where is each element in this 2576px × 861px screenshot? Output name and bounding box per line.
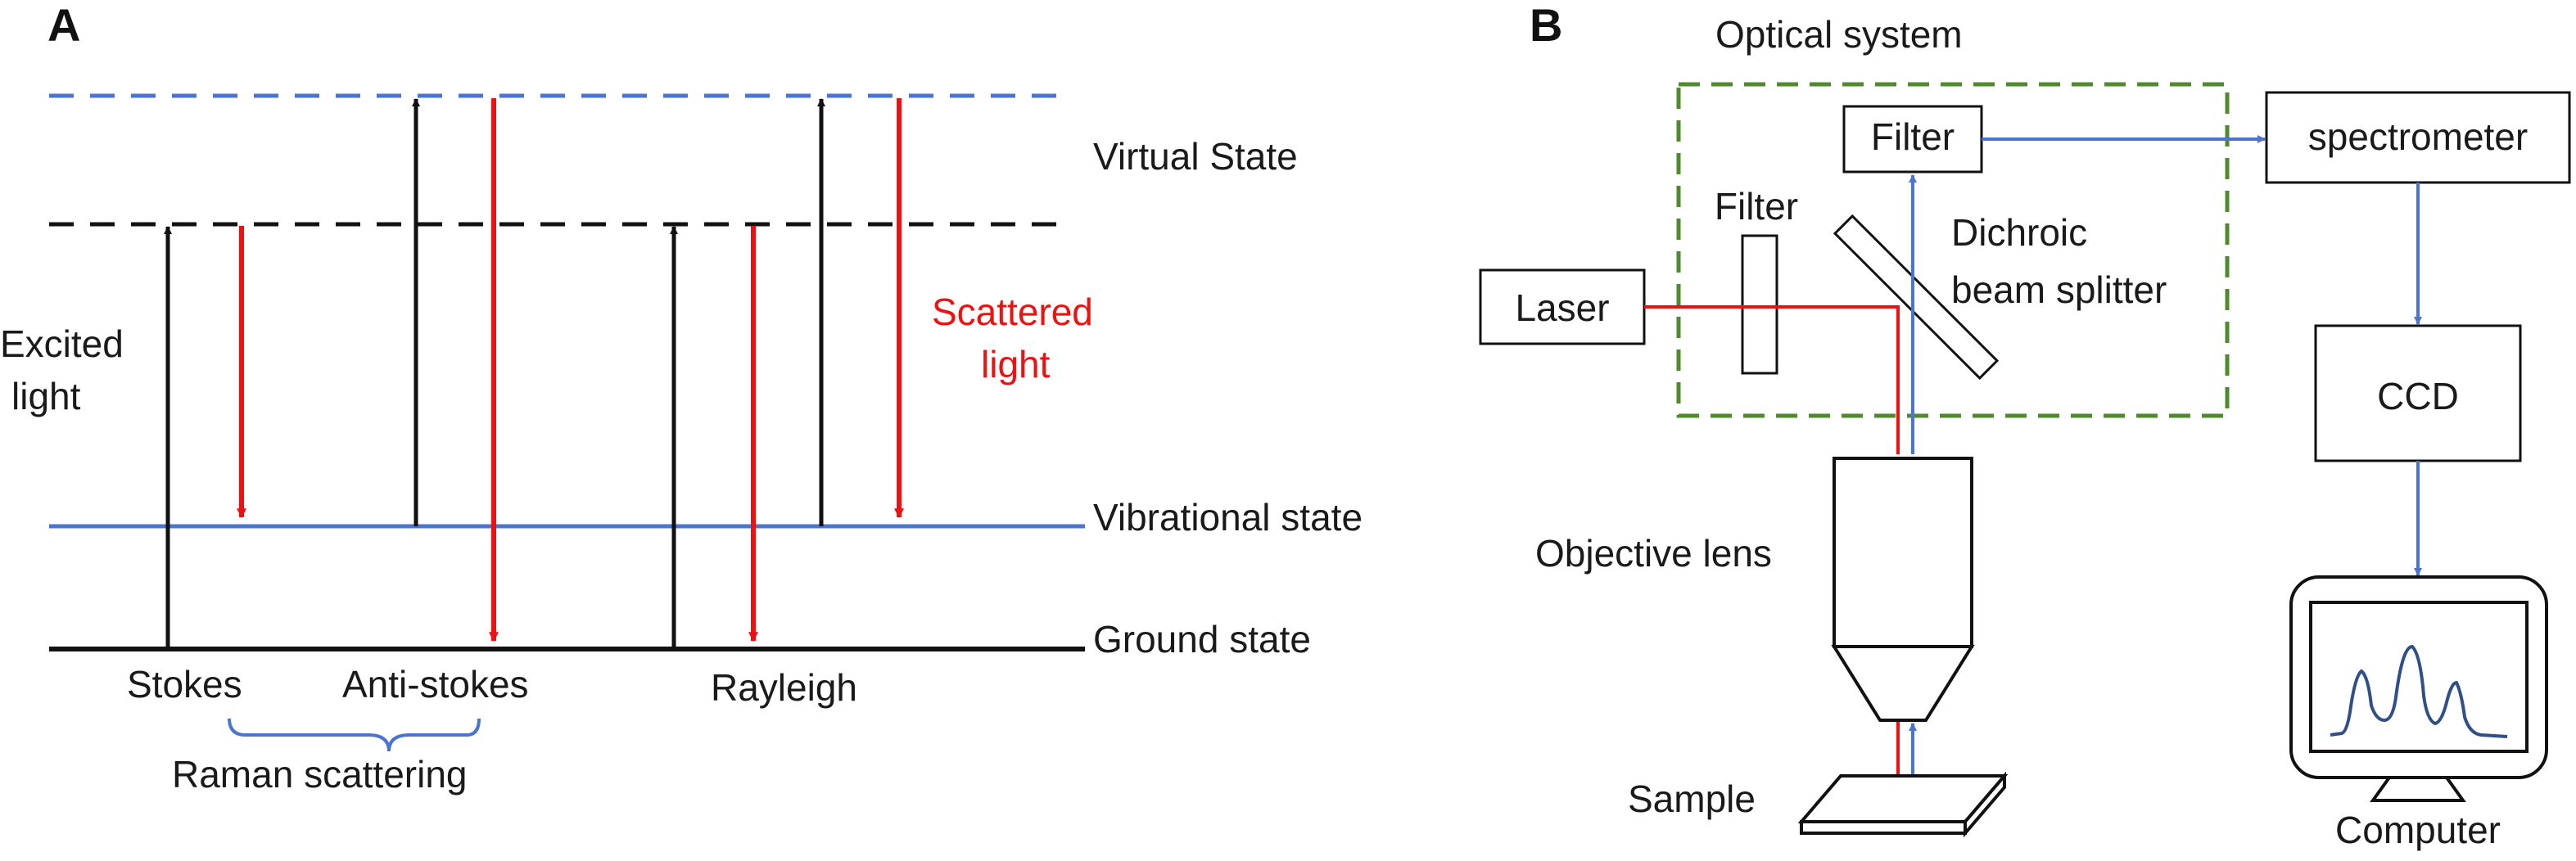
raman-scattering-bracket — [228, 718, 481, 752]
objective-lens-label: Objective lens — [1535, 532, 1772, 575]
computer-monitor-icon — [2289, 575, 2548, 802]
excited-light-label-line2: light — [11, 375, 81, 417]
panel-b-letter: B — [1530, 0, 1562, 51]
scattered-light-label-line1: Scattered — [932, 291, 1093, 333]
dichroic-label-line2: beam splitter — [1951, 268, 2167, 311]
ccd-box — [2314, 324, 2522, 462]
filter-top-label: Filter — [1871, 115, 1955, 158]
raman-spectrum-icon — [2330, 644, 2508, 738]
raman-scattering-label: Raman scattering — [172, 753, 468, 796]
ground-state-label: Ground state — [1093, 618, 1311, 660]
optical-system-label: Optical system — [1715, 13, 1963, 56]
computer-label: Computer — [2335, 809, 2501, 851]
objective-lens-icon — [1831, 457, 1975, 722]
laser-beam-path — [1644, 305, 1900, 454]
panel-a-letter: A — [47, 0, 80, 51]
dichroic-beam-splitter — [1833, 214, 2000, 381]
excited-light-label-line1: Excited — [0, 322, 124, 365]
laser-label: Laser — [1515, 286, 1609, 329]
scattered-light-label-line2: light — [981, 343, 1051, 385]
spectrometer-label: spectrometer — [2308, 115, 2528, 158]
vibrational-state-label: Vibrational state — [1093, 496, 1363, 539]
rayleigh-label: Rayleigh — [711, 666, 857, 709]
optical-system-box — [1676, 82, 2230, 418]
dichroic-label-line1: Dichroic — [1951, 211, 2087, 254]
anti-stokes-label: Anti-stokes — [342, 663, 529, 705]
spectrometer-box — [2265, 91, 2571, 184]
laser-box — [1479, 268, 1646, 345]
panel-a: A Virtual State Vibrational state Ground… — [0, 0, 1363, 796]
sample-slide-icon — [1797, 771, 2009, 838]
virtual-state-label: Virtual State — [1093, 135, 1298, 178]
stokes-label: Stokes — [127, 663, 242, 705]
filter-left-label: Filter — [1715, 185, 1798, 228]
ccd-label: CCD — [2377, 375, 2459, 417]
panel-b: B Optical system Laser Filter Filter Dic… — [1479, 0, 2571, 851]
sample-label: Sample — [1628, 778, 1756, 820]
filter-top-box — [1842, 105, 1983, 174]
filter-left-element — [1741, 234, 1778, 375]
